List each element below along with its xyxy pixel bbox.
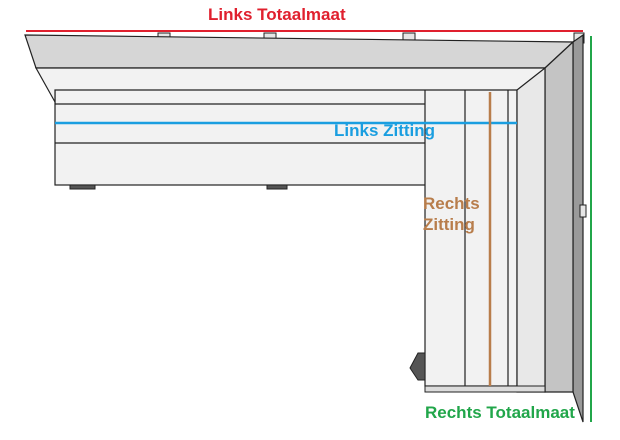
right-seat-label-line1: Rechts — [423, 194, 480, 213]
right-side-clip — [579, 204, 587, 218]
left-backrest-top — [24, 34, 575, 69]
left-seat-label: Links Zitting — [334, 121, 436, 140]
right-base-edge — [424, 385, 546, 393]
right-backrest-front — [516, 66, 546, 393]
right-backrest-bevel — [544, 40, 574, 393]
right-backrest-top — [572, 33, 584, 423]
right-seat-label: Rechts Zitting — [423, 193, 503, 235]
left-total-label: Links Totaalmaat — [208, 5, 346, 24]
right-total-label: Rechts Totaalmaat — [425, 403, 575, 422]
right-seat-block — [424, 87, 518, 387]
right-seat-label-line2: Zitting — [423, 215, 475, 234]
seat-feet — [69, 184, 288, 190]
right-seat-foot — [409, 352, 426, 381]
